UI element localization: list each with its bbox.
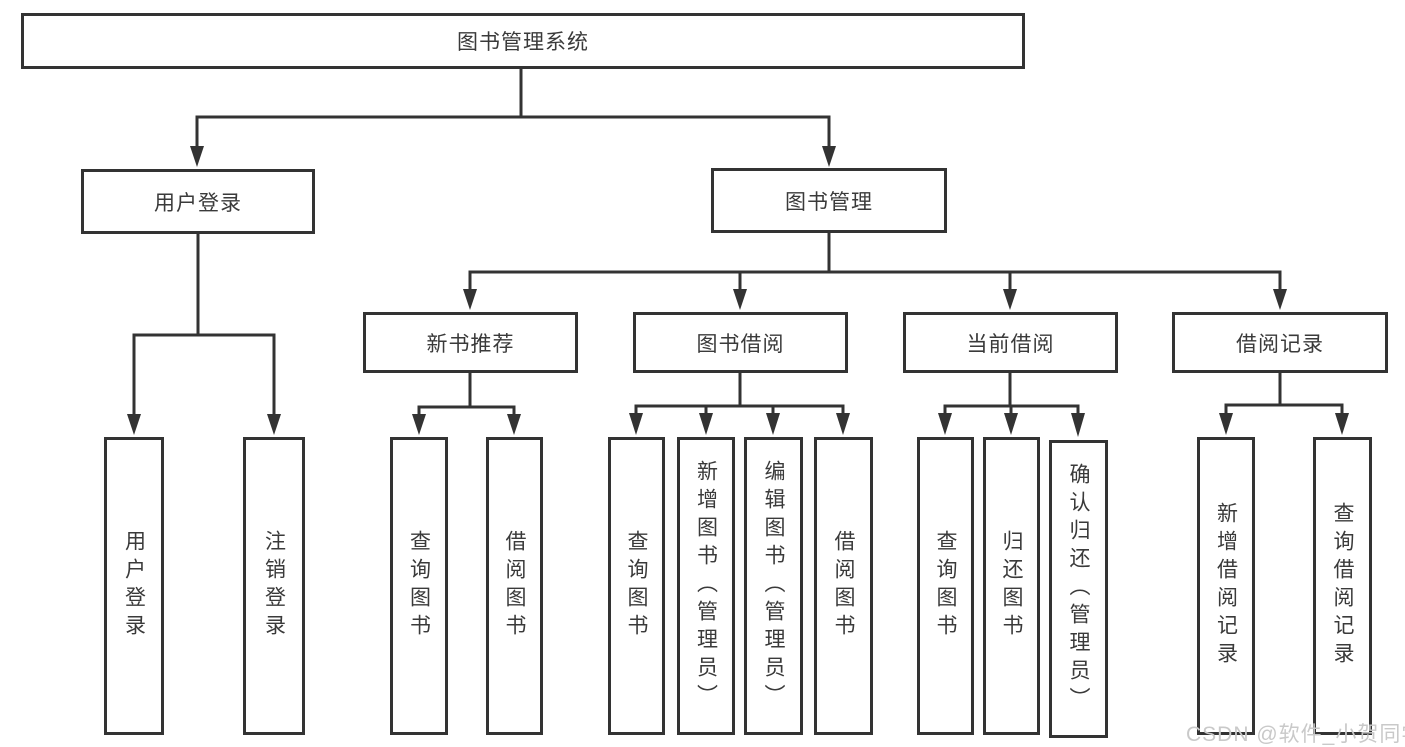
arrowhead — [267, 414, 281, 435]
node-label: 借阅记录 — [1236, 332, 1324, 356]
leaf-borrow-books-2: 借阅图书 — [814, 437, 873, 735]
node-label: 用户登录 — [154, 191, 242, 215]
node-label: 查询图书 — [934, 530, 957, 642]
leaf-add-book-admin: 新增图书（管理员） — [677, 437, 735, 735]
connector-book-borrowing-to-leaves — [629, 373, 850, 435]
node-label: 图书管理系统 — [457, 31, 589, 54]
arrowhead — [1071, 413, 1085, 437]
node-label: 编辑图书（管理员） — [762, 460, 785, 712]
node-label: 图书借阅 — [696, 332, 785, 356]
node-borrowing-records: 借阅记录 — [1172, 312, 1388, 373]
node-label: 查询借阅记录 — [1331, 502, 1354, 670]
node-label: 归还图书 — [1000, 530, 1023, 642]
arrowhead — [733, 289, 747, 310]
leaf-add-borrow-record: 新增借阅记录 — [1197, 437, 1255, 735]
leaf-confirm-return-admin: 确认归还（管理员） — [1049, 440, 1108, 738]
arrowhead — [127, 414, 141, 435]
node-label: 查询图书 — [407, 530, 431, 642]
node-label: 借阅图书 — [503, 530, 526, 642]
arrowhead — [766, 413, 780, 435]
node-user-login: 用户登录 — [81, 169, 315, 234]
leaf-edit-book-admin: 编辑图书（管理员） — [744, 437, 803, 735]
node-label: 新增图书（管理员） — [694, 460, 718, 712]
arrowhead — [938, 413, 952, 435]
arrowhead — [1004, 413, 1018, 435]
node-label: 当前借阅 — [966, 332, 1055, 356]
arrowhead — [412, 414, 426, 435]
arrowhead — [629, 413, 643, 435]
leaf-return-books: 归还图书 — [983, 437, 1040, 735]
arrowhead — [822, 146, 836, 167]
arrowhead — [507, 414, 521, 435]
arrowhead — [1219, 413, 1233, 435]
node-label: 图书管理 — [785, 190, 873, 214]
node-root: 图书管理系统 — [21, 13, 1025, 69]
node-label: 新书推荐 — [426, 332, 515, 356]
arrowhead — [699, 413, 713, 435]
connector-root-to-level2 — [190, 67, 836, 167]
connector-book-management-to-level3 — [463, 233, 1287, 310]
leaf-query-books-2: 查询图书 — [608, 437, 665, 735]
leaf-logout: 注销登录 — [243, 437, 305, 735]
connector-borrowing-records-to-leaves — [1219, 373, 1349, 435]
arrowhead — [463, 289, 477, 310]
node-label: 新增借阅记录 — [1214, 502, 1238, 670]
node-current-borrowing: 当前借阅 — [903, 312, 1118, 373]
node-label: 确认归还（管理员） — [1067, 463, 1090, 715]
node-label: 借阅图书 — [832, 530, 855, 642]
arrowhead — [1273, 289, 1287, 310]
node-new-book-recommend: 新书推荐 — [363, 312, 578, 373]
node-book-management: 图书管理 — [711, 168, 947, 233]
connector-user-login-to-leaves — [127, 234, 281, 435]
node-book-borrowing: 图书借阅 — [633, 312, 848, 373]
connector-new-book-recommend-to-leaves — [412, 373, 521, 435]
node-label: 用户登录 — [122, 530, 146, 642]
arrowhead — [1335, 413, 1349, 435]
arrowhead — [836, 413, 850, 435]
leaf-query-books-3: 查询图书 — [917, 437, 974, 735]
watermark: CSDN @软件_小贺同学 — [1186, 723, 1405, 746]
node-label: 注销登录 — [262, 530, 286, 642]
node-label: 查询图书 — [625, 530, 648, 642]
leaf-user-login: 用户登录 — [104, 437, 164, 735]
leaf-borrow-books-1: 借阅图书 — [486, 437, 543, 735]
arrowhead — [1003, 289, 1017, 310]
arrowhead — [190, 146, 204, 167]
leaf-query-books-1: 查询图书 — [390, 437, 448, 735]
connector-current-borrowing-to-leaves — [938, 373, 1085, 437]
leaf-query-borrow-record: 查询借阅记录 — [1313, 437, 1372, 735]
